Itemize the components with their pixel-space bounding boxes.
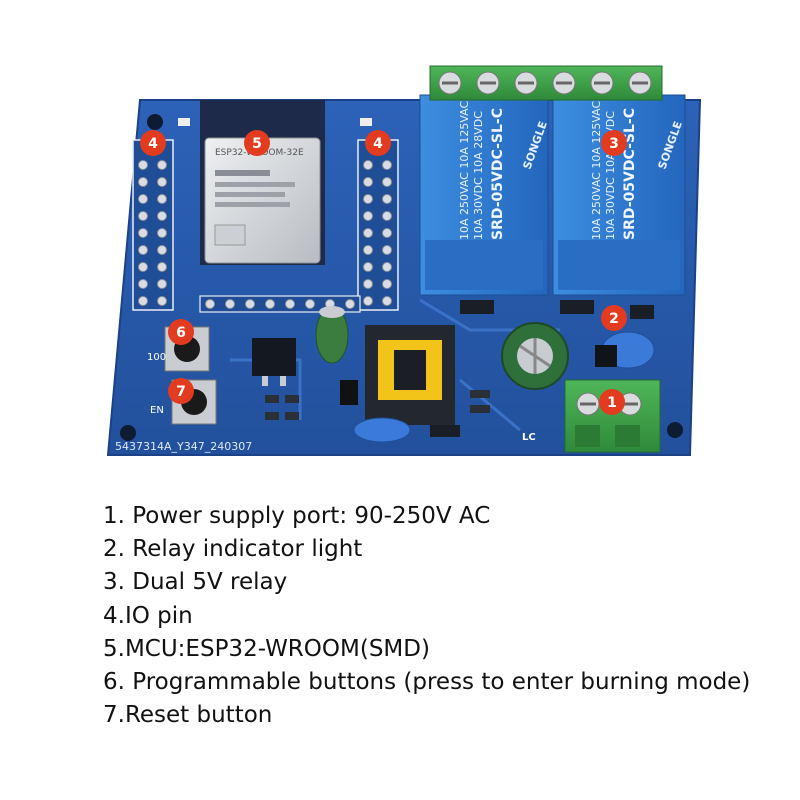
pin-hole	[157, 211, 167, 221]
pin-hole	[363, 262, 373, 272]
pin-hole	[265, 299, 275, 309]
button-100-label: 100	[147, 352, 166, 363]
pin-hole	[363, 296, 373, 306]
legend-item-mcu: 5.MCU:ESP32-WROOM(SMD)	[103, 635, 430, 662]
pin-hole	[382, 194, 392, 204]
pin-hole	[245, 299, 255, 309]
io-pin-header-right	[357, 139, 399, 311]
relay-2: 10A 250VAC 10A 125VAC 10A 30VDC 10A 28VD…	[552, 94, 686, 296]
marker-5: 5	[244, 130, 270, 156]
relay-model-label: SRD-05VDC-SL-C	[622, 108, 638, 240]
pin-hole	[382, 211, 392, 221]
pin-hole	[157, 245, 167, 255]
legend-item-indicator: 2. Relay indicator light	[103, 536, 363, 563]
pin-hole	[157, 279, 167, 289]
mounting-hole	[120, 425, 136, 441]
feature-legend: 1. Power supply port: 90-250V AC 2. Rela…	[103, 500, 793, 732]
marker-7: 7	[168, 378, 194, 404]
pin-hole	[138, 245, 148, 255]
marker-2: 2	[601, 305, 627, 331]
electrolytic-capacitor-large	[501, 322, 569, 390]
esp32-module: ESP32-WROOM-32E	[200, 100, 325, 265]
svg-text:2: 2	[609, 311, 619, 327]
lc-label: LC	[522, 432, 536, 443]
marker-3: 3	[601, 130, 627, 156]
pin-hole	[225, 299, 235, 309]
legend-item-relay: 3. Dual 5V relay	[103, 569, 288, 596]
pin-hole	[382, 262, 392, 272]
svg-text:6: 6	[176, 325, 186, 341]
voltage-regulator	[252, 338, 296, 386]
pin-hole	[138, 296, 148, 306]
pin-hole	[157, 296, 167, 306]
pin-hole	[363, 228, 373, 238]
svg-text:3: 3	[609, 136, 619, 152]
pin-hole	[138, 211, 148, 221]
io-pin-header-bottom	[199, 295, 361, 313]
marker-1: 1	[599, 389, 625, 415]
pcb-code: 5437314A_Y347_240307	[115, 440, 252, 453]
legend-item-power: 1. Power supply port: 90-250V AC	[103, 503, 491, 529]
electrolytic-capacitor-small	[315, 306, 349, 364]
smd-components	[178, 118, 654, 437]
pin-hole	[138, 194, 148, 204]
pin-hole	[138, 177, 148, 187]
pin-hole	[157, 228, 167, 238]
pin-hole	[138, 228, 148, 238]
pcb-board-photo: ESP32-WROOM-32E 10A 250VAC 10A 125VAC 10…	[106, 65, 702, 456]
transformer	[365, 325, 455, 425]
button-en-label: EN	[150, 405, 164, 416]
relay-rating-2: 10A 30VDC 10A 28VDC	[472, 111, 485, 240]
pin-hole	[363, 177, 373, 187]
legend-item-reset: 7.Reset button	[103, 702, 273, 729]
pin-hole	[138, 262, 148, 272]
pin-hole	[345, 299, 355, 309]
legend-item-io-pin: 4.IO pin	[103, 602, 193, 629]
pin-hole	[138, 160, 148, 170]
mounting-hole	[147, 114, 163, 130]
relay-model-label: SRD-05VDC-SL-C	[490, 108, 506, 240]
relay-rating-1: 10A 250VAC 10A 125VAC	[590, 100, 603, 240]
relay-1: 10A 250VAC 10A 125VAC 10A 30VDC 10A 28VD…	[419, 94, 550, 296]
pin-hole	[157, 194, 167, 204]
relay-output-terminal	[429, 65, 663, 101]
pin-hole	[382, 228, 392, 238]
pin-hole	[382, 279, 392, 289]
mounting-hole	[667, 422, 683, 438]
pin-hole	[285, 299, 295, 309]
marker-4-left: 4	[140, 130, 166, 156]
pin-hole	[382, 160, 392, 170]
pin-hole	[363, 160, 373, 170]
power-input-terminal	[564, 379, 661, 453]
pin-hole	[382, 296, 392, 306]
relay-rating-1: 10A 250VAC 10A 125VAC	[458, 100, 471, 240]
pin-hole	[363, 245, 373, 255]
io-pin-header-left	[132, 139, 174, 311]
pin-hole	[363, 279, 373, 289]
pin-hole	[157, 160, 167, 170]
svg-text:7: 7	[176, 384, 186, 400]
pin-hole	[138, 279, 148, 289]
pin-hole	[157, 177, 167, 187]
svg-text:4: 4	[148, 136, 158, 152]
marker-6: 6	[168, 319, 194, 345]
pin-hole	[382, 245, 392, 255]
svg-text:5: 5	[252, 136, 262, 152]
pin-hole	[363, 194, 373, 204]
pin-hole	[305, 299, 315, 309]
pin-hole	[382, 177, 392, 187]
svg-text:1: 1	[607, 395, 617, 411]
pin-hole	[363, 211, 373, 221]
pin-hole	[157, 262, 167, 272]
pin-hole	[205, 299, 215, 309]
legend-item-programmable-buttons: 6. Programmable buttons (press to enter …	[103, 668, 751, 695]
svg-text:4: 4	[373, 136, 383, 152]
marker-4-right: 4	[365, 130, 391, 156]
